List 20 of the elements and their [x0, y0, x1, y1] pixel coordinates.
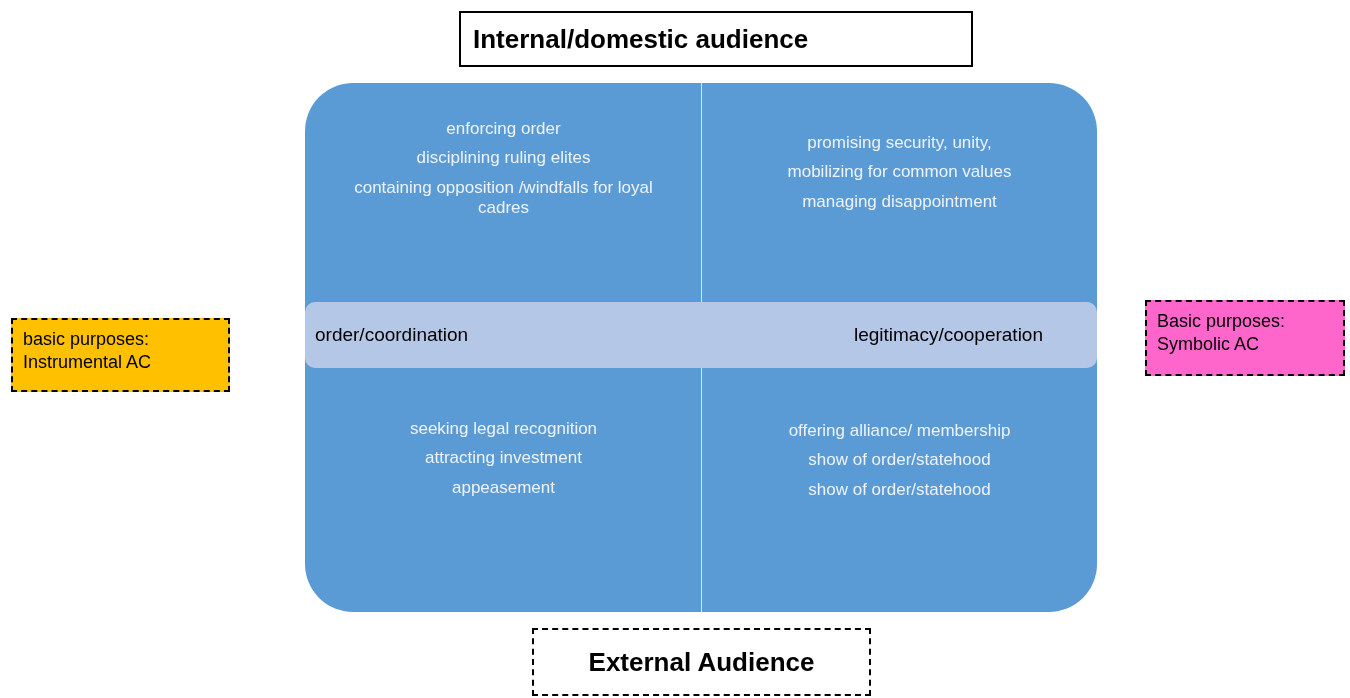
audience-box: External Audience — [532, 628, 871, 696]
purpose-box: basic purposes: Instrumental AC — [11, 318, 230, 392]
item-text: managing disappointment — [802, 191, 997, 213]
item-text: appeasement — [452, 477, 555, 499]
item-text: promising security, unity, — [807, 133, 992, 154]
item-text: offering alliance/ membership — [788, 421, 1011, 442]
item-text: seeking legal recognition — [409, 419, 598, 440]
label-text: legitimacy/cooperation — [853, 322, 1043, 347]
item-text: attracting investment — [425, 448, 582, 469]
label-text: order/coordination — [315, 322, 469, 347]
item-text: show of order/statehood — [808, 450, 991, 471]
item-text: mobilizing for common values — [787, 162, 1012, 183]
axis-band — [305, 302, 1097, 368]
matrix-panel — [305, 83, 1097, 612]
audience-box: Internal/domestic audience — [459, 11, 973, 67]
item-text: show of order/statehood — [808, 479, 991, 501]
purpose-box: Basic purposes: Symbolic AC — [1145, 300, 1345, 376]
item-text: enforcing order — [446, 119, 561, 140]
item-text: disciplining ruling elites — [416, 148, 591, 169]
item-text: containing opposition /windfalls for loyal cadres — [353, 177, 654, 219]
